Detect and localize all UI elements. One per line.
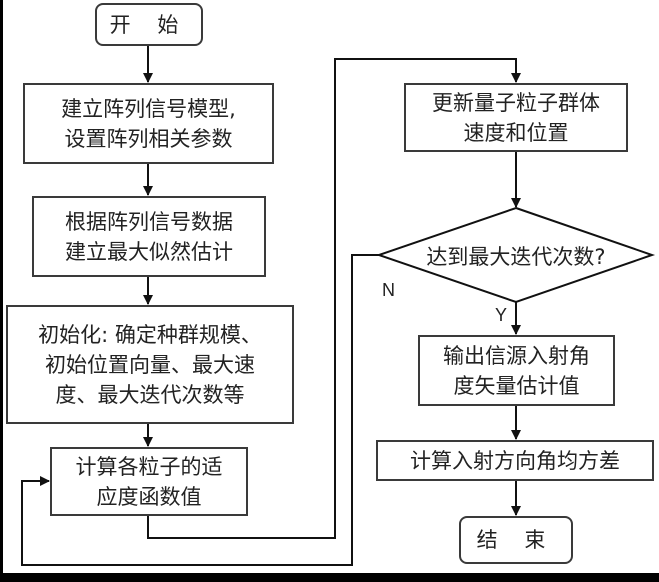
output-line-1: 输出信源入射角: [443, 343, 590, 368]
ml-estimate-line-1: 根据阵列信号数据: [65, 209, 233, 234]
fitness-line-2: 应度函数值: [96, 484, 202, 509]
fitness-node: 计算各粒子的适 应度函数值: [50, 447, 248, 516]
yes-branch-label: Y: [495, 305, 508, 325]
ml-estimate-line-2: 建立最大似然估计: [65, 239, 233, 264]
ml-estimate-node: 根据阵列信号数据 建立最大似然估计: [32, 196, 266, 277]
no-branch-label: N: [382, 280, 395, 300]
update-line-2: 速度和位置: [463, 120, 569, 145]
update-node: 更新量子粒子群体 速度和位置: [404, 83, 628, 152]
fitness-line-1: 计算各粒子的适: [75, 454, 223, 479]
initialize-line-3: 度、最大迭代次数等: [55, 382, 245, 407]
end-node: 结 束: [459, 516, 573, 564]
edge-fitness-update: [147, 58, 521, 539]
initialize-line-1: 初始化: 确定种群规模、: [38, 322, 262, 347]
initialize-node: 初始化: 确定种群规模、 初始位置向量、最大速 度、最大迭代次数等: [6, 305, 294, 424]
end-label: 结 束: [476, 528, 556, 552]
variance-label: 计算入射方向角均方差: [410, 448, 620, 473]
start-label: 开 始: [109, 12, 189, 37]
build-model-line-1: 建立阵列信号模型,: [61, 96, 236, 121]
update-line-1: 更新量子粒子群体: [432, 90, 600, 115]
output-line-2: 度矢量估计值: [453, 373, 580, 398]
decision-label: 达到最大迭代次数?: [426, 245, 606, 269]
build-model-line-2: 设置阵列相关参数: [64, 126, 233, 151]
start-node: 开 始: [95, 3, 203, 46]
variance-node: 计算入射方向角均方差: [376, 440, 654, 481]
build-model-node: 建立阵列信号模型, 设置阵列相关参数: [23, 83, 274, 164]
decision-diamond: [375, 206, 656, 304]
output-node: 输出信源入射角 度矢量估计值: [418, 335, 615, 406]
frame-bottom-border: [0, 573, 659, 582]
frame-left-border: [0, 0, 3, 582]
edge-decision-no-loop: [21, 254, 379, 566]
initialize-line-2: 初始位置向量、最大速: [45, 352, 255, 377]
